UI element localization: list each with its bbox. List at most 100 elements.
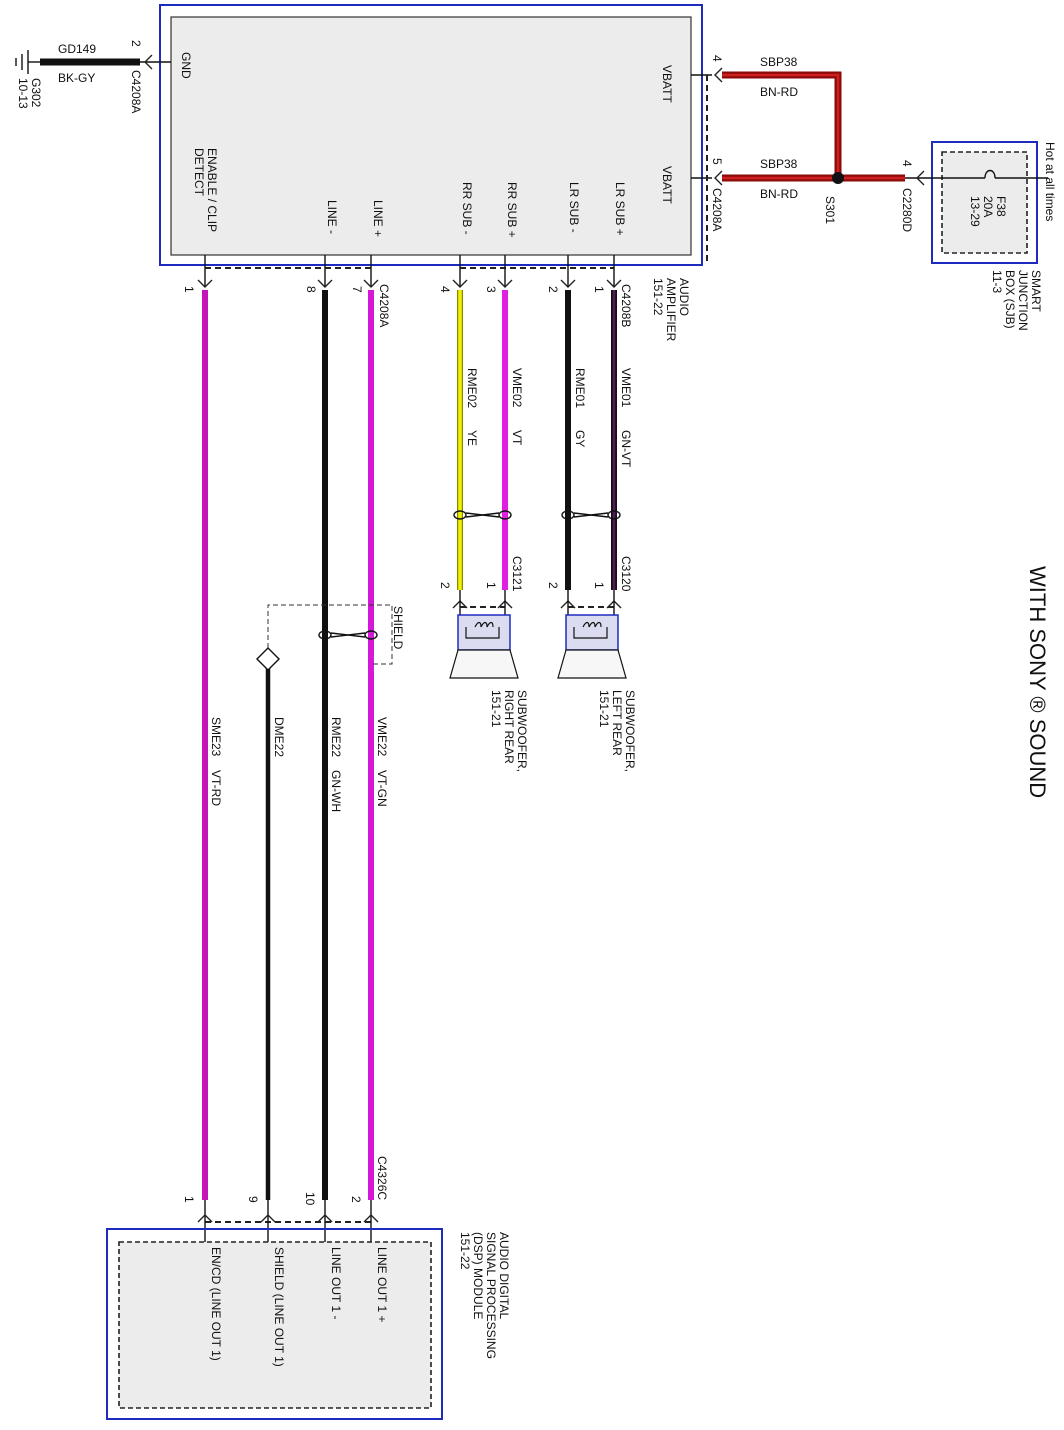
label-vme22-circuit: VME22 bbox=[375, 717, 389, 757]
svg-text:JUNCTION: JUNCTION bbox=[1016, 270, 1030, 331]
amp-pin-label-vbatt-2: VBATT bbox=[660, 166, 674, 204]
sjb-name: SMART JUNCTION BOX (SJB) 11-3 bbox=[990, 270, 1043, 331]
label-rme02-circuit: RME02 bbox=[465, 368, 479, 408]
vbatt-color-upper: BN-RD bbox=[760, 85, 798, 99]
c3121-pin-1: 1 bbox=[484, 582, 498, 589]
dsp-pin-2: 2 bbox=[349, 1196, 363, 1203]
fuse-id: F38 bbox=[994, 196, 1008, 217]
amp-pin-label-gnd: GND bbox=[179, 52, 193, 79]
amplifier-inner-box bbox=[170, 16, 692, 256]
amplifier-name: AUDIO AMPLIFIER 151-22 bbox=[651, 278, 691, 342]
amp-pin-label-detect: DETECT bbox=[192, 148, 206, 197]
svg-text:SMART: SMART bbox=[1029, 270, 1043, 312]
svg-text:AUDIO DIGITAL: AUDIO DIGITAL bbox=[497, 1232, 511, 1319]
svg-text:11-3: 11-3 bbox=[990, 270, 1004, 293]
label-dme22-circuit: DME22 bbox=[272, 717, 286, 757]
label-vme02-circuit: VME02 bbox=[510, 368, 524, 408]
twist-pair-line bbox=[318, 630, 378, 640]
vbatt-pin-arrow-1 bbox=[714, 67, 723, 83]
dsp-pin-1: 1 bbox=[182, 1196, 196, 1203]
vbatt-pin-4: 4 bbox=[710, 55, 724, 62]
label-vme01-circuit: VME01 bbox=[619, 368, 633, 408]
amp-pin-label-enable: ENABLE / CLIP bbox=[205, 148, 219, 232]
svg-text:(DSP) MODULE: (DSP) MODULE bbox=[471, 1232, 485, 1319]
dsp-pin-label-shield: SHIELD (LINE OUT 1) bbox=[272, 1247, 286, 1367]
svg-text:LEFT REAR: LEFT REAR bbox=[610, 690, 624, 756]
ground-circuit: GD149 bbox=[58, 42, 96, 56]
pin-7-vme22-top: 7 bbox=[350, 286, 364, 293]
label-rme01-circuit: RME01 bbox=[573, 368, 587, 408]
page-title: WITH SONY ® SOUND bbox=[1025, 566, 1050, 798]
label-rme22-circuit: RME22 bbox=[329, 717, 343, 757]
vbatt-circuit-lower: SBP38 bbox=[760, 157, 798, 171]
ground-color: BK-GY bbox=[58, 71, 95, 85]
c4208a-label: C4208A bbox=[377, 284, 391, 327]
c3120-pin-2: 2 bbox=[546, 582, 560, 589]
subwoofer-right-icon bbox=[449, 614, 519, 679]
subwoofer-right-name: SUBWOOFER, RIGHT REAR 151-21 bbox=[489, 690, 529, 772]
hot-label: Hot at all times bbox=[1043, 142, 1057, 221]
svg-text:151-22: 151-22 bbox=[651, 278, 665, 316]
dsp-inner-box bbox=[118, 1241, 432, 1409]
svg-text:SUBWOOFER,: SUBWOOFER, bbox=[623, 690, 637, 772]
ground-id: G302 bbox=[29, 78, 43, 108]
ground-symbol bbox=[15, 50, 40, 74]
sjb-connector: C2280D bbox=[900, 188, 914, 232]
svg-text:SUBWOOFER,: SUBWOOFER, bbox=[515, 690, 529, 772]
twist-pair-right bbox=[453, 510, 512, 520]
twist-pair-left bbox=[561, 510, 621, 520]
label-vme22-color: VT-GN bbox=[375, 770, 389, 807]
vbatt-pin-5: 5 bbox=[710, 158, 724, 165]
amp-pin-label-vbatt-1: VBATT bbox=[660, 65, 674, 103]
sjb-outer-box bbox=[931, 141, 1038, 264]
label-rme02-color: YE bbox=[465, 430, 479, 446]
dsp-pin-10: 10 bbox=[303, 1192, 317, 1206]
pin-3-vme02-top: 3 bbox=[484, 286, 498, 293]
sjb-pin: 4 bbox=[900, 160, 914, 167]
vbatt-color-lower: BN-RD bbox=[760, 187, 798, 201]
fuse-rating: 20A bbox=[981, 196, 995, 217]
ground-ref: 10-13 bbox=[16, 78, 30, 109]
c4208b-label: C4208B bbox=[619, 284, 633, 327]
splice-s301 bbox=[832, 172, 844, 184]
pin-8-rme22-top: 8 bbox=[304, 286, 318, 293]
dsp-pin-label-en-cd: EN/CD (LINE OUT 1) bbox=[209, 1247, 223, 1361]
label-vme02-color: VT bbox=[510, 430, 524, 446]
amp-pin-label-line-pos: LINE + bbox=[371, 200, 385, 237]
pin-1-vme01-top: 1 bbox=[592, 286, 606, 293]
vbatt-pin-arrow-2 bbox=[714, 170, 723, 186]
c3120-pin-1: 1 bbox=[592, 582, 606, 589]
svg-text:AUDIO: AUDIO bbox=[677, 278, 691, 316]
svg-text:BOX (SJB): BOX (SJB) bbox=[1003, 270, 1017, 329]
c3120-label: C3120 bbox=[619, 556, 633, 592]
pin-1-sme23-top: 1 bbox=[182, 286, 196, 293]
pin-2-rme01-top: 2 bbox=[546, 286, 560, 293]
svg-text:151-21: 151-21 bbox=[489, 690, 503, 728]
speaker-pin-arrows bbox=[452, 590, 622, 615]
svg-text:151-21: 151-21 bbox=[597, 690, 611, 728]
fuse-ref: 13-29 bbox=[968, 196, 982, 227]
dsp-outer-box bbox=[106, 1228, 443, 1420]
amp-pin-label-lr-sub-pos: LR SUB + bbox=[613, 182, 627, 236]
dsp-pin-arrows bbox=[197, 1200, 379, 1242]
shield-drain-symbol bbox=[256, 647, 280, 671]
amp-pin-label-rr-sub-neg: RR SUB - bbox=[460, 182, 474, 235]
fuse-symbol bbox=[984, 169, 996, 179]
sjb-inner-box bbox=[941, 151, 1028, 254]
label-rme01-color: GY bbox=[573, 430, 587, 447]
subwoofer-left-name: SUBWOOFER, LEFT REAR 151-21 bbox=[597, 690, 637, 772]
ground-pin-arrow bbox=[144, 54, 153, 70]
amplifier-outer-box bbox=[159, 4, 703, 266]
sjb-pin-arrow bbox=[916, 170, 925, 186]
vbatt-circuit-upper: SBP38 bbox=[760, 55, 798, 69]
amp-pin-label-line-neg: LINE - bbox=[325, 200, 339, 234]
label-sme23-color: VT-RD bbox=[209, 770, 223, 806]
svg-text:AMPLIFIER: AMPLIFIER bbox=[664, 278, 678, 342]
amp-pin-label-rr-sub-pos: RR SUB + bbox=[505, 182, 519, 238]
shield-label: SHIELD bbox=[391, 606, 405, 650]
splice-label: S301 bbox=[823, 196, 837, 224]
dsp-pin-label-line-out-neg: LINE OUT 1 - bbox=[329, 1247, 343, 1319]
amp-pin-arrows bbox=[197, 255, 622, 288]
c3121-label: C3121 bbox=[510, 556, 524, 592]
vbatt-connector: C4208A bbox=[710, 188, 724, 231]
